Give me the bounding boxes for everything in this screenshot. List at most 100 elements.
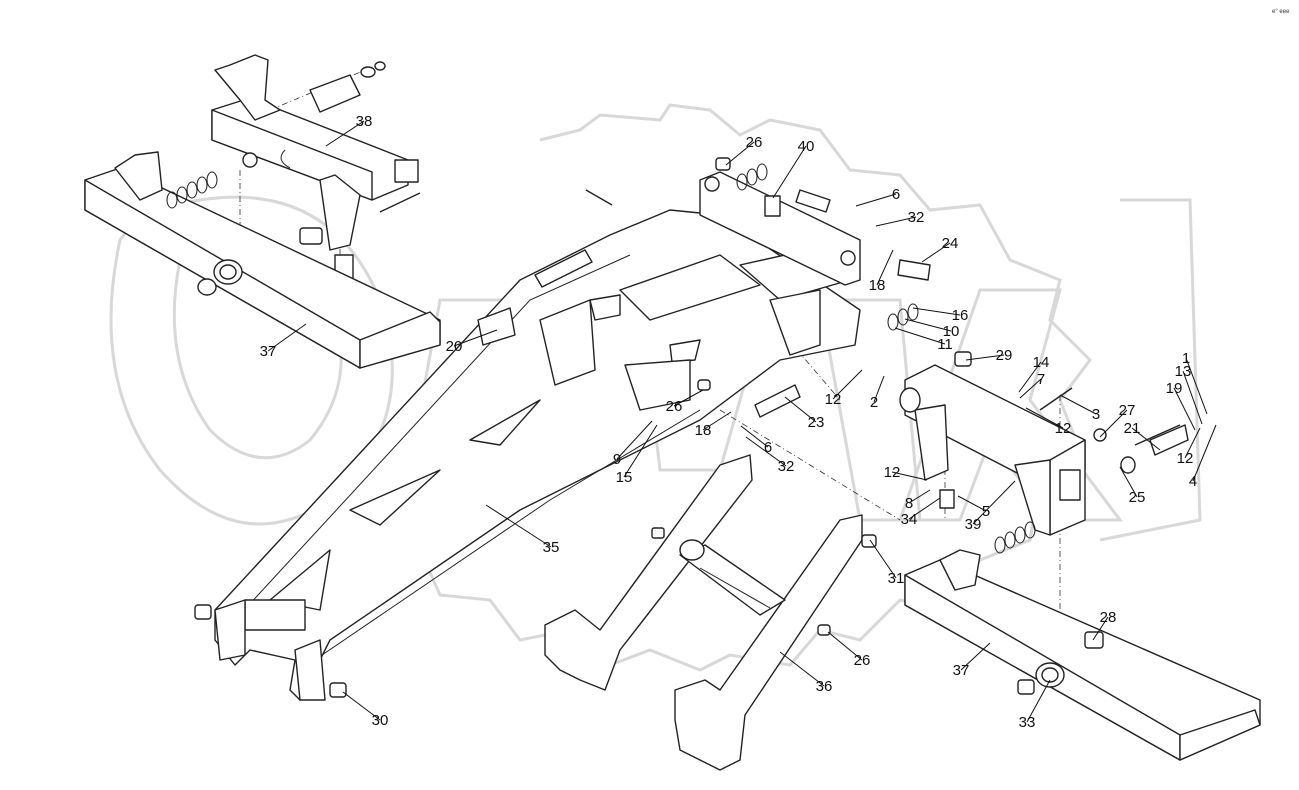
- callout-number: 6: [892, 186, 900, 203]
- callout-leader: [1182, 370, 1203, 425]
- callout-leader: [485, 504, 552, 548]
- callout-leader: [673, 389, 704, 407]
- callout-number: 28: [1100, 609, 1117, 626]
- bushings-lower-left: [194, 604, 347, 698]
- callout-number: 9: [613, 451, 621, 468]
- callout-leader: [957, 495, 987, 512]
- callout-number: 24: [942, 235, 959, 252]
- callout-leader: [1092, 616, 1109, 641]
- callout-number: 34: [901, 511, 918, 528]
- callout-leader: [1026, 679, 1051, 723]
- spring-washers-top: [736, 163, 768, 191]
- callout-number: 7: [1037, 371, 1045, 388]
- callout-number: 3: [1092, 406, 1100, 423]
- callout-leader: [876, 249, 894, 286]
- callout-leader: [869, 539, 897, 579]
- callout-leader: [908, 489, 931, 504]
- pivot-bracket-38: [211, 54, 421, 281]
- callout-number: 26: [666, 398, 683, 415]
- pivot-bracket-39: [899, 364, 1189, 554]
- callout-number: 12: [825, 391, 842, 408]
- callout-leader: [904, 318, 952, 332]
- callout-leader: [623, 424, 658, 478]
- callout-leader: [965, 354, 1005, 361]
- callout-number: 19: [1166, 380, 1183, 397]
- callout-number: 29: [996, 347, 1013, 364]
- callout-number: 5: [982, 503, 990, 520]
- callout-leader: [1192, 424, 1217, 482]
- callout-leader: [1185, 357, 1208, 415]
- callout-leaders: [267, 120, 1217, 723]
- callout-leader: [453, 329, 498, 347]
- callout-number: 8: [905, 495, 913, 512]
- callout-number: 10: [943, 323, 960, 340]
- callout-number: 30: [372, 712, 389, 729]
- callout-leader: [1019, 378, 1042, 399]
- callout-leader: [745, 436, 787, 467]
- callout-number: 32: [908, 209, 925, 226]
- callout-leader: [725, 141, 755, 166]
- callout-leader: [1119, 466, 1138, 498]
- callout-leader: [960, 642, 991, 671]
- callout-leader: [873, 375, 885, 403]
- spring-washers-lower-right: [994, 521, 1036, 554]
- callout-leader: [772, 145, 807, 199]
- callout-leader: [827, 631, 863, 661]
- callout-leader: [1025, 407, 1064, 429]
- callout-number: 26: [854, 652, 871, 669]
- callout-leader: [1018, 361, 1042, 393]
- main-frame-35: [214, 209, 861, 701]
- callout-number: 39: [965, 516, 982, 533]
- callout-number: 12: [884, 464, 901, 481]
- callout-leader: [921, 242, 951, 263]
- callout-number: 37: [260, 343, 277, 360]
- callout-number: 32: [778, 458, 795, 475]
- callout-leader: [855, 193, 897, 207]
- callout-number: 33: [1019, 714, 1036, 731]
- callout-number: 36: [816, 678, 833, 695]
- callout-leader: [740, 425, 769, 448]
- callout-number: 6: [764, 439, 772, 456]
- callout-number: 21: [1124, 420, 1141, 437]
- callout-leader: [1099, 409, 1128, 438]
- callout-number: 38: [356, 113, 373, 130]
- callout-leader: [779, 651, 825, 687]
- callout-number: 40: [798, 138, 815, 155]
- spring-washers-right: [887, 303, 919, 331]
- callout-leader: [908, 497, 941, 520]
- callout-number: 27: [1119, 402, 1136, 419]
- crossbeam-37-left: [84, 151, 441, 369]
- callout-number: 14: [1033, 354, 1050, 371]
- callout-leader: [875, 216, 917, 227]
- callout-number: 31: [888, 570, 905, 587]
- callout-number: 12: [1177, 450, 1194, 467]
- callout-leader: [1173, 387, 1196, 431]
- callout-leader: [267, 323, 307, 352]
- callout-number: 4: [1189, 473, 1197, 490]
- lower-frame-36: [544, 454, 877, 771]
- callout-leader: [702, 411, 732, 431]
- callout-leader: [1184, 427, 1201, 459]
- callout-leader: [342, 691, 381, 721]
- crossbeam-37-right: [904, 549, 1261, 761]
- callout-leader: [894, 327, 946, 345]
- callout-number: 20: [446, 338, 463, 355]
- callout-leader: [1131, 427, 1161, 451]
- bracket-plate-40: [699, 171, 861, 286]
- callout-number: 12: [1055, 420, 1072, 437]
- callout-number: 2: [870, 394, 878, 411]
- callout-labels: 1234566789101112121212131415161818192021…: [260, 113, 1198, 731]
- callout-leader: [912, 307, 961, 316]
- corner-mark: e° eee: [1272, 9, 1290, 15]
- callout-number: 18: [869, 277, 886, 294]
- callout-number: 18: [695, 422, 712, 439]
- callout-number: 16: [952, 307, 969, 324]
- callout-leader: [891, 471, 928, 481]
- callout-leader: [1059, 394, 1097, 415]
- callout-leader: [616, 420, 653, 460]
- callout-number: 35: [543, 539, 560, 556]
- callout-number: 23: [808, 414, 825, 431]
- callout-leader: [832, 369, 863, 400]
- callout-number: 15: [616, 469, 633, 486]
